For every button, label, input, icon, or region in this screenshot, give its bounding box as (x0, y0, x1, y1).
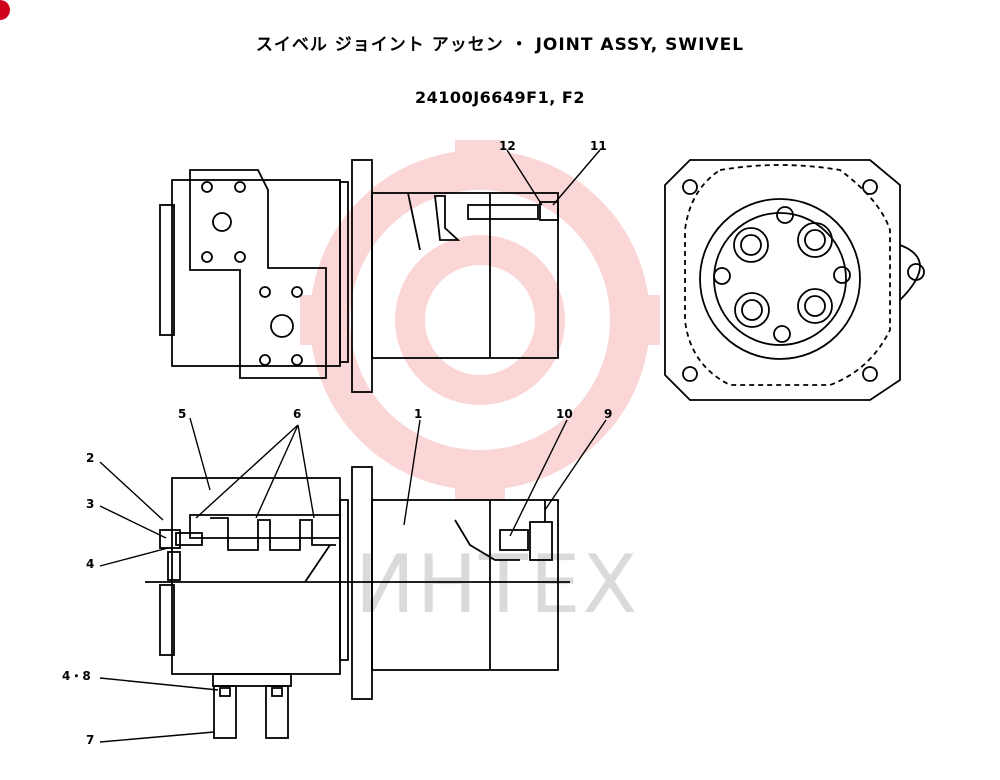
watermark-gear-icon (300, 140, 660, 500)
callout-4-8: 4・8 (62, 669, 91, 683)
leader-lines (99, 149, 607, 743)
callout-10: 10 (556, 407, 573, 421)
side-view-upper (159, 159, 559, 393)
callout-1: 1 (414, 407, 422, 421)
callout-5: 5 (178, 407, 186, 421)
callout-11: 11 (590, 139, 607, 153)
end-view (664, 159, 925, 401)
callout-6: 6 (293, 407, 301, 421)
diagram-title: スイベル ジョイント アッセン ・ JOINT ASSY, SWIVEL (255, 35, 745, 55)
callout-3: 3 (86, 497, 94, 511)
watermark-text: ИНТЕХ (355, 538, 639, 631)
part-number: 24100J6649F1, F2 (415, 88, 585, 107)
side-view-lower (145, 466, 570, 739)
callout-2: 2 (86, 451, 94, 465)
callout-7: 7 (86, 733, 94, 747)
corner-marker (0, 0, 10, 20)
callout-9: 9 (604, 407, 612, 421)
callout-4: 4 (86, 557, 94, 571)
callout-12: 12 (499, 139, 516, 153)
